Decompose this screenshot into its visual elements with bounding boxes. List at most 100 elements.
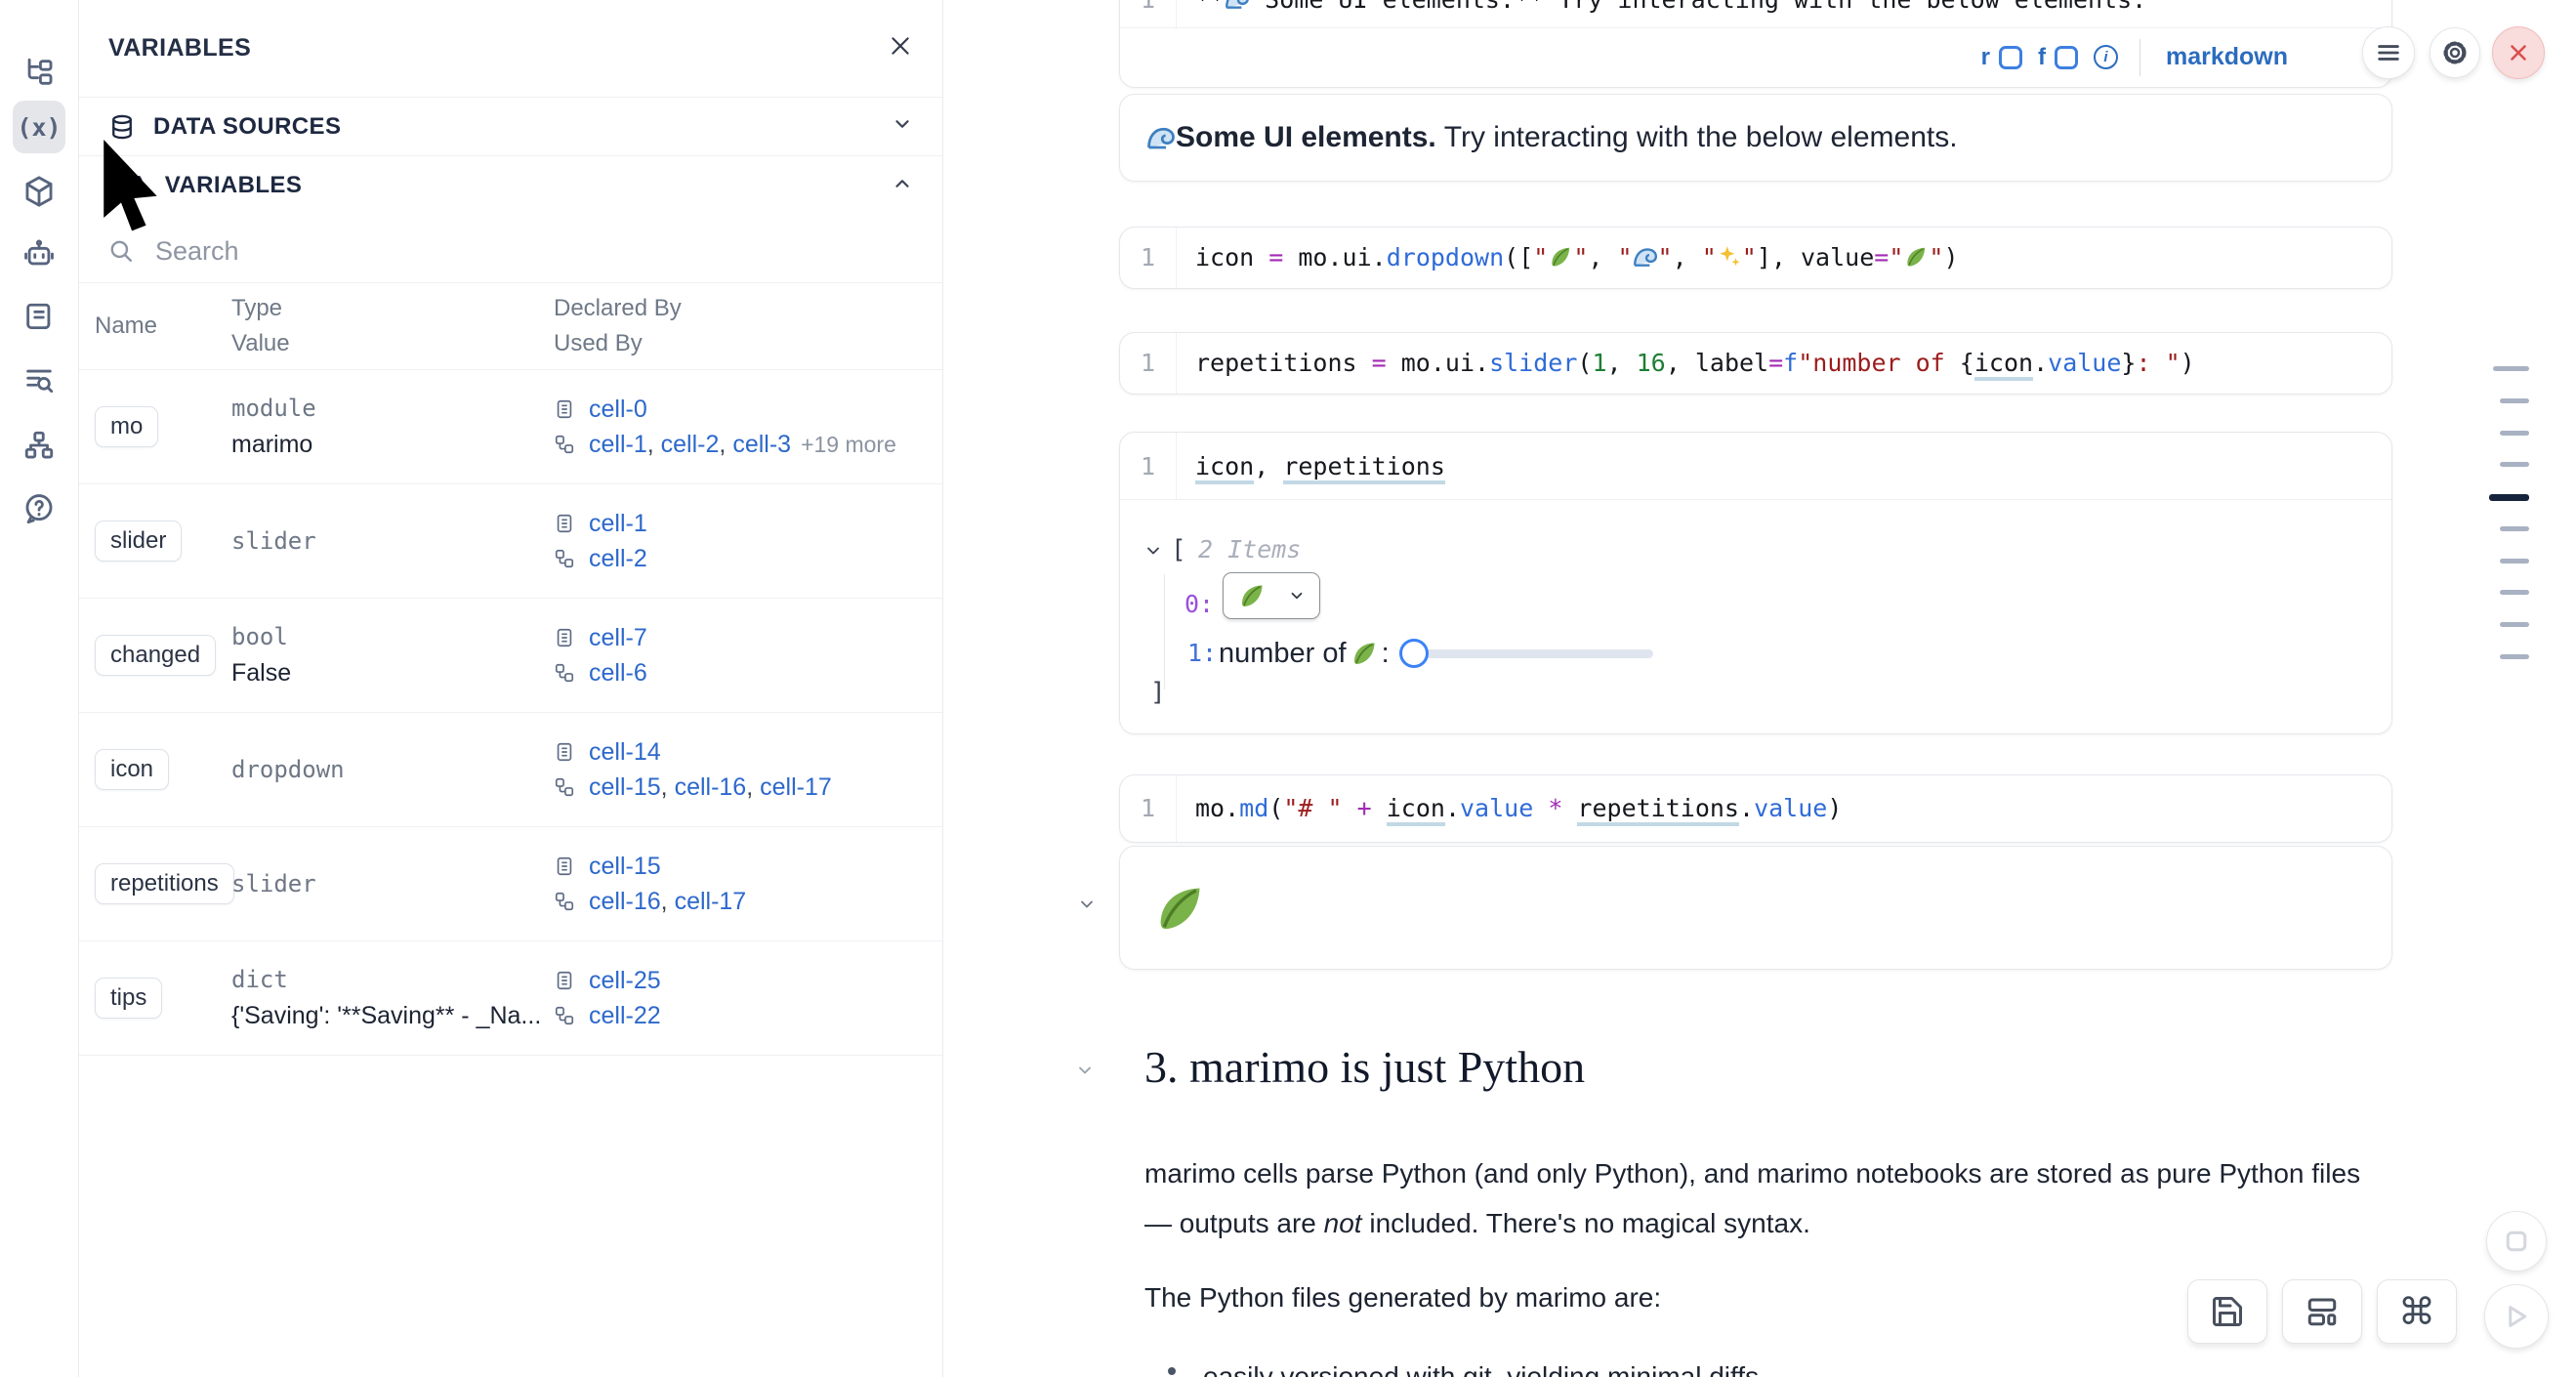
cell-slider-def[interactable]: 1 repetitions = mo.ui.slider(1, 16, labe… bbox=[1119, 332, 2392, 395]
minimap-dash[interactable] bbox=[2500, 398, 2529, 403]
variables-search[interactable]: Search bbox=[79, 220, 942, 283]
close-panel-button[interactable] bbox=[888, 33, 913, 63]
minimap-dash[interactable] bbox=[2493, 366, 2529, 371]
slider-knob[interactable] bbox=[1399, 639, 1429, 668]
cell-dropdown-def[interactable]: 1 icon = mo.ui.dropdown(["", "", ""], va… bbox=[1119, 227, 2392, 289]
code-editor[interactable]: repetitions = mo.ui.slider(1, 16, label=… bbox=[1177, 333, 2195, 394]
cell-link[interactable]: cell-22 bbox=[589, 1001, 661, 1029]
variables-panel: VARIABLES DATA SOURCES (x) VARIABLES Sea… bbox=[79, 0, 943, 1377]
sidebar-item-help[interactable] bbox=[13, 482, 65, 535]
cell-markdown-top[interactable]: 1 ** Some UI elements.** Try interacting… bbox=[1119, 0, 2392, 88]
variable-name-badge[interactable]: tips bbox=[95, 978, 163, 1019]
info-icon[interactable]: i bbox=[2093, 45, 2118, 69]
minimap-dash[interactable] bbox=[2500, 622, 2529, 627]
cell-tuple-expr[interactable]: 1 icon, repetitions [ 2 Items 0: 1: numb… bbox=[1119, 432, 2392, 734]
sidebar-item-snippets[interactable] bbox=[13, 291, 65, 344]
minimap-dash[interactable] bbox=[2500, 462, 2529, 467]
dropdown-widget[interactable] bbox=[1223, 572, 1320, 619]
toggle-f-checkbox[interactable] bbox=[2054, 45, 2078, 69]
layout-button[interactable] bbox=[2282, 1279, 2362, 1344]
section-data-sources[interactable]: DATA SOURCES bbox=[79, 98, 942, 156]
section-collapse-chevron-icon[interactable] bbox=[1075, 1061, 1095, 1080]
sidebar-item-packages[interactable] bbox=[13, 165, 65, 218]
table-header: Name Type Value Declared By Used By bbox=[79, 283, 942, 370]
sidebar-item-variables[interactable]: (x) bbox=[13, 101, 65, 153]
interrupt-button[interactable] bbox=[2486, 1211, 2547, 1272]
cell-link[interactable]: cell-15 bbox=[589, 772, 661, 801]
cell-link[interactable]: cell-3 bbox=[732, 430, 792, 458]
variable-name-badge[interactable]: changed bbox=[95, 635, 217, 676]
cell-link[interactable]: cell-2 bbox=[660, 430, 720, 458]
variable-value: marimo bbox=[231, 431, 313, 458]
icon-rail: (x) bbox=[0, 0, 79, 1377]
shortcuts-button[interactable]: ⌘ bbox=[2377, 1279, 2457, 1344]
leaf-emoji-icon bbox=[1552, 247, 1570, 267]
leaf-output bbox=[1119, 846, 2392, 970]
cell-link[interactable]: cell-1 bbox=[589, 509, 647, 537]
cell-link[interactable]: cell-17 bbox=[760, 772, 832, 801]
cell-link[interactable]: cell-0 bbox=[589, 395, 647, 423]
run-button[interactable] bbox=[2484, 1284, 2549, 1349]
minimap-dash[interactable] bbox=[2500, 431, 2529, 436]
wave-emoji-icon bbox=[1226, 0, 1249, 9]
minimap-dash[interactable] bbox=[2500, 559, 2529, 563]
code-editor[interactable]: ** Some UI elements.** Try interacting w… bbox=[1177, 0, 2146, 27]
line-number: 1 bbox=[1120, 0, 1177, 27]
sidebar-item-file-tree[interactable] bbox=[13, 46, 65, 99]
language-badge[interactable]: markdown bbox=[2165, 43, 2288, 70]
declared-by-icon bbox=[557, 742, 572, 762]
index-1-label: 1: bbox=[1187, 639, 1218, 667]
minimap-dash[interactable] bbox=[2500, 654, 2529, 659]
collapse-chevron-icon[interactable] bbox=[1143, 541, 1163, 561]
cell-link[interactable]: cell-1 bbox=[589, 430, 647, 458]
minimap-dash[interactable] bbox=[2500, 590, 2529, 595]
toggle-r-checkbox[interactable] bbox=[1998, 45, 2022, 69]
chevron-up-icon bbox=[892, 173, 913, 199]
leaf-emoji-icon bbox=[1237, 581, 1267, 610]
cell-link[interactable]: cell-7 bbox=[589, 623, 647, 651]
sparkles-emoji-icon bbox=[1720, 246, 1740, 267]
declared-by-line: cell-7 bbox=[554, 624, 942, 652]
cell-link[interactable]: cell-14 bbox=[589, 737, 661, 766]
variable-name-badge[interactable]: mo bbox=[95, 406, 159, 447]
slider-track[interactable] bbox=[1407, 649, 1653, 658]
cell-link[interactable]: cell-17 bbox=[674, 887, 747, 915]
play-icon bbox=[2509, 1306, 2527, 1327]
minimap-dash[interactable] bbox=[2500, 526, 2529, 531]
mouse-cursor bbox=[104, 140, 157, 231]
shutdown-button[interactable] bbox=[2492, 26, 2545, 79]
used-by-line: cell-16, cell-17 bbox=[554, 888, 942, 916]
minimap-dash-active[interactable] bbox=[2489, 494, 2529, 501]
sidebar-item-ai-assistant[interactable] bbox=[13, 228, 65, 280]
cell-link[interactable]: cell-16 bbox=[589, 887, 661, 915]
code-editor[interactable]: icon = mo.ui.dropdown(["", "", ""], valu… bbox=[1195, 243, 1959, 271]
settings-button[interactable] bbox=[2430, 27, 2480, 78]
code-editor[interactable]: icon, repetitions bbox=[1177, 433, 1445, 499]
collapse-output-chevron-icon[interactable] bbox=[1077, 895, 1097, 914]
code-editor[interactable]: mo.md("# " + icon.value * repetitions.va… bbox=[1177, 775, 1842, 842]
variable-name-badge[interactable]: icon bbox=[95, 749, 170, 790]
cell-link[interactable]: cell-2 bbox=[589, 544, 647, 572]
save-button[interactable] bbox=[2187, 1279, 2267, 1344]
sidebar-item-logs[interactable] bbox=[13, 355, 65, 407]
cell-md-expr[interactable]: 1 mo.md("# " + icon.value * repetitions.… bbox=[1119, 774, 2392, 843]
header-used-by: Used By bbox=[554, 330, 643, 356]
declared-by-icon bbox=[557, 628, 572, 647]
menu-button[interactable] bbox=[2362, 26, 2415, 79]
variable-name-badge[interactable]: slider bbox=[95, 521, 183, 562]
leaf-emoji-icon bbox=[1350, 639, 1379, 668]
cell-link[interactable]: cell-15 bbox=[589, 852, 661, 880]
section-variables[interactable]: (x) VARIABLES bbox=[79, 156, 942, 215]
cell-link[interactable]: cell-16 bbox=[674, 772, 747, 801]
cell-link[interactable]: cell-25 bbox=[589, 966, 661, 994]
sidebar-item-dependencies[interactable] bbox=[13, 419, 65, 472]
variable-name-badge[interactable]: repetitions bbox=[95, 863, 234, 904]
cell-link[interactable]: cell-6 bbox=[589, 658, 647, 687]
